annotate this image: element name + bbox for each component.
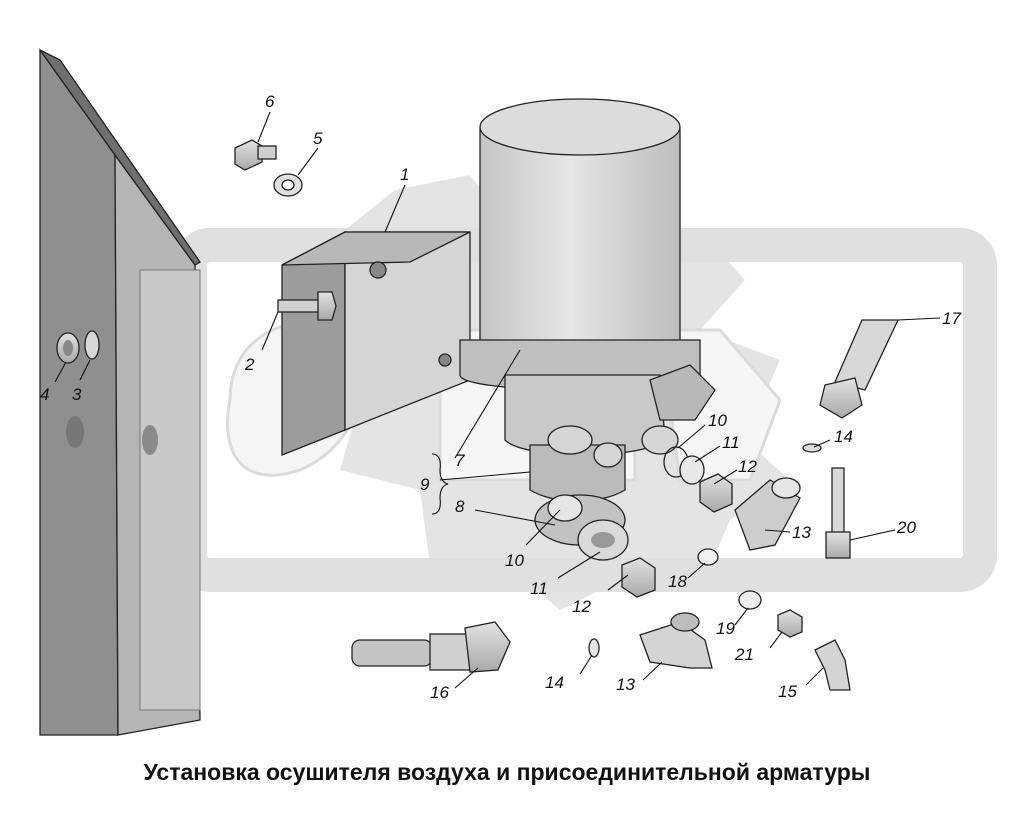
washer-3 [84,330,100,360]
callout-3: 3 [72,385,82,404]
callout-14-lower: 14 [545,673,564,692]
bolt-6 [234,139,277,171]
bolt-2 [277,291,337,321]
nut-4 [56,332,80,364]
callout-5: 5 [313,129,323,148]
nut-21 [777,609,803,638]
hose-tube-16 [819,319,900,419]
callout-20: 20 [896,518,916,537]
callout-10-upper: 10 [708,411,727,430]
callout-9: 9 [420,475,430,494]
callout-labels: 6 5 1 2 4 3 7 9 8 10 11 12 10 11 12 13 1… [40,92,961,702]
callout-19-label: 15 [778,682,797,701]
callout-12-upper: 12 [738,457,757,476]
callout-7: 7 [455,451,465,470]
callout-6: 6 [265,92,275,111]
callout-12-lower: 12 [572,597,591,616]
callout-2: 2 [244,355,255,374]
callout-1: 1 [400,165,409,184]
callout-8: 8 [455,497,465,516]
callout-10-lower: 10 [505,551,524,570]
callout-4: 4 [40,385,49,404]
diagram-caption: Установка осушителя воздуха и присоедини… [144,759,871,785]
nut-12-lower [621,557,656,598]
fitting-13-lower [639,612,713,669]
callout-16: 17 [942,309,961,328]
nut-12-upper [699,473,733,513]
callout-21: 21 [734,645,754,664]
ring-11-upper [679,455,705,485]
washer-17 [697,548,719,566]
washer-5 [273,173,303,197]
elbow-fitting-13-upper [734,477,801,551]
callout-17: 18 [668,572,687,591]
callout-15: 16 [430,683,449,702]
heater-valve-8 [534,494,629,561]
air-dryer-housing [504,364,716,502]
callout-13-upper: 13 [792,523,811,542]
callout-18: 19 [716,619,735,638]
callout-14-upper: 14 [834,427,853,446]
air-dryer-cartridge [459,98,701,391]
leader-lines [54,111,941,689]
callout-11-upper: 11 [722,433,740,452]
elbow-19 [814,639,851,691]
frame-plate [39,47,201,736]
hose-fitting-15 [351,621,511,673]
callout-11-lower: 11 [530,579,548,598]
seal-ring-14-lower [588,638,600,658]
connector-20 [825,467,851,559]
callout-13-lower: 13 [616,675,635,694]
washer-18 [738,590,762,610]
